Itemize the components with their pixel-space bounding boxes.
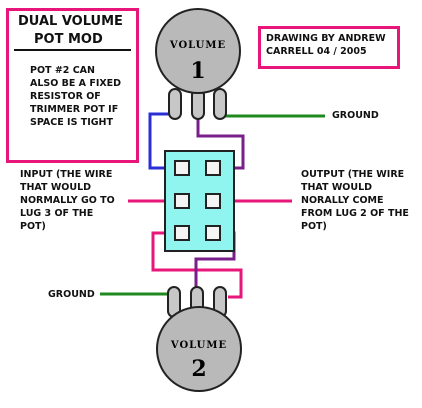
pot-note: POT #2 CAN ALSO BE A FIXED RESISTOR OF T… [30, 65, 122, 128]
ground-label-bottom: GROUND [48, 289, 95, 300]
title-line-2: POT MOD [34, 32, 103, 47]
volume-pot-1: VOLUME 1 [155, 8, 241, 94]
credit-text: DRAWING BY ANDREW CARRELL 04 / 2005 [266, 33, 386, 57]
credit-box [258, 26, 400, 69]
switch-terminal-6 [205, 225, 221, 241]
pot-1-label: VOLUME [169, 40, 227, 51]
switch-terminal-1 [174, 160, 190, 176]
switch-terminal-5 [174, 225, 190, 241]
pot-1-lug-3 [213, 88, 227, 120]
input-label: INPUT (THE WIRE THAT WOULD NORMALLY GO T… [20, 169, 115, 232]
title-line-1: DUAL VOLUME [18, 14, 123, 29]
ground-label-top: GROUND [332, 110, 379, 121]
title-note-box [6, 8, 139, 163]
switch-terminal-3 [174, 193, 190, 209]
pot-2-number: 2 [191, 356, 207, 382]
switch-terminal-2 [205, 160, 221, 176]
volume-pot-2: VOLUME 2 [156, 306, 242, 392]
pot-1-lug-1 [168, 88, 182, 120]
pot-1-number: 1 [190, 58, 206, 84]
switch-terminal-4 [205, 193, 221, 209]
pot-2-label: VOLUME [170, 340, 228, 351]
title-divider [14, 49, 131, 51]
output-label: OUTPUT (THE WIRE THAT WOULD NORALLY COME… [301, 169, 409, 232]
